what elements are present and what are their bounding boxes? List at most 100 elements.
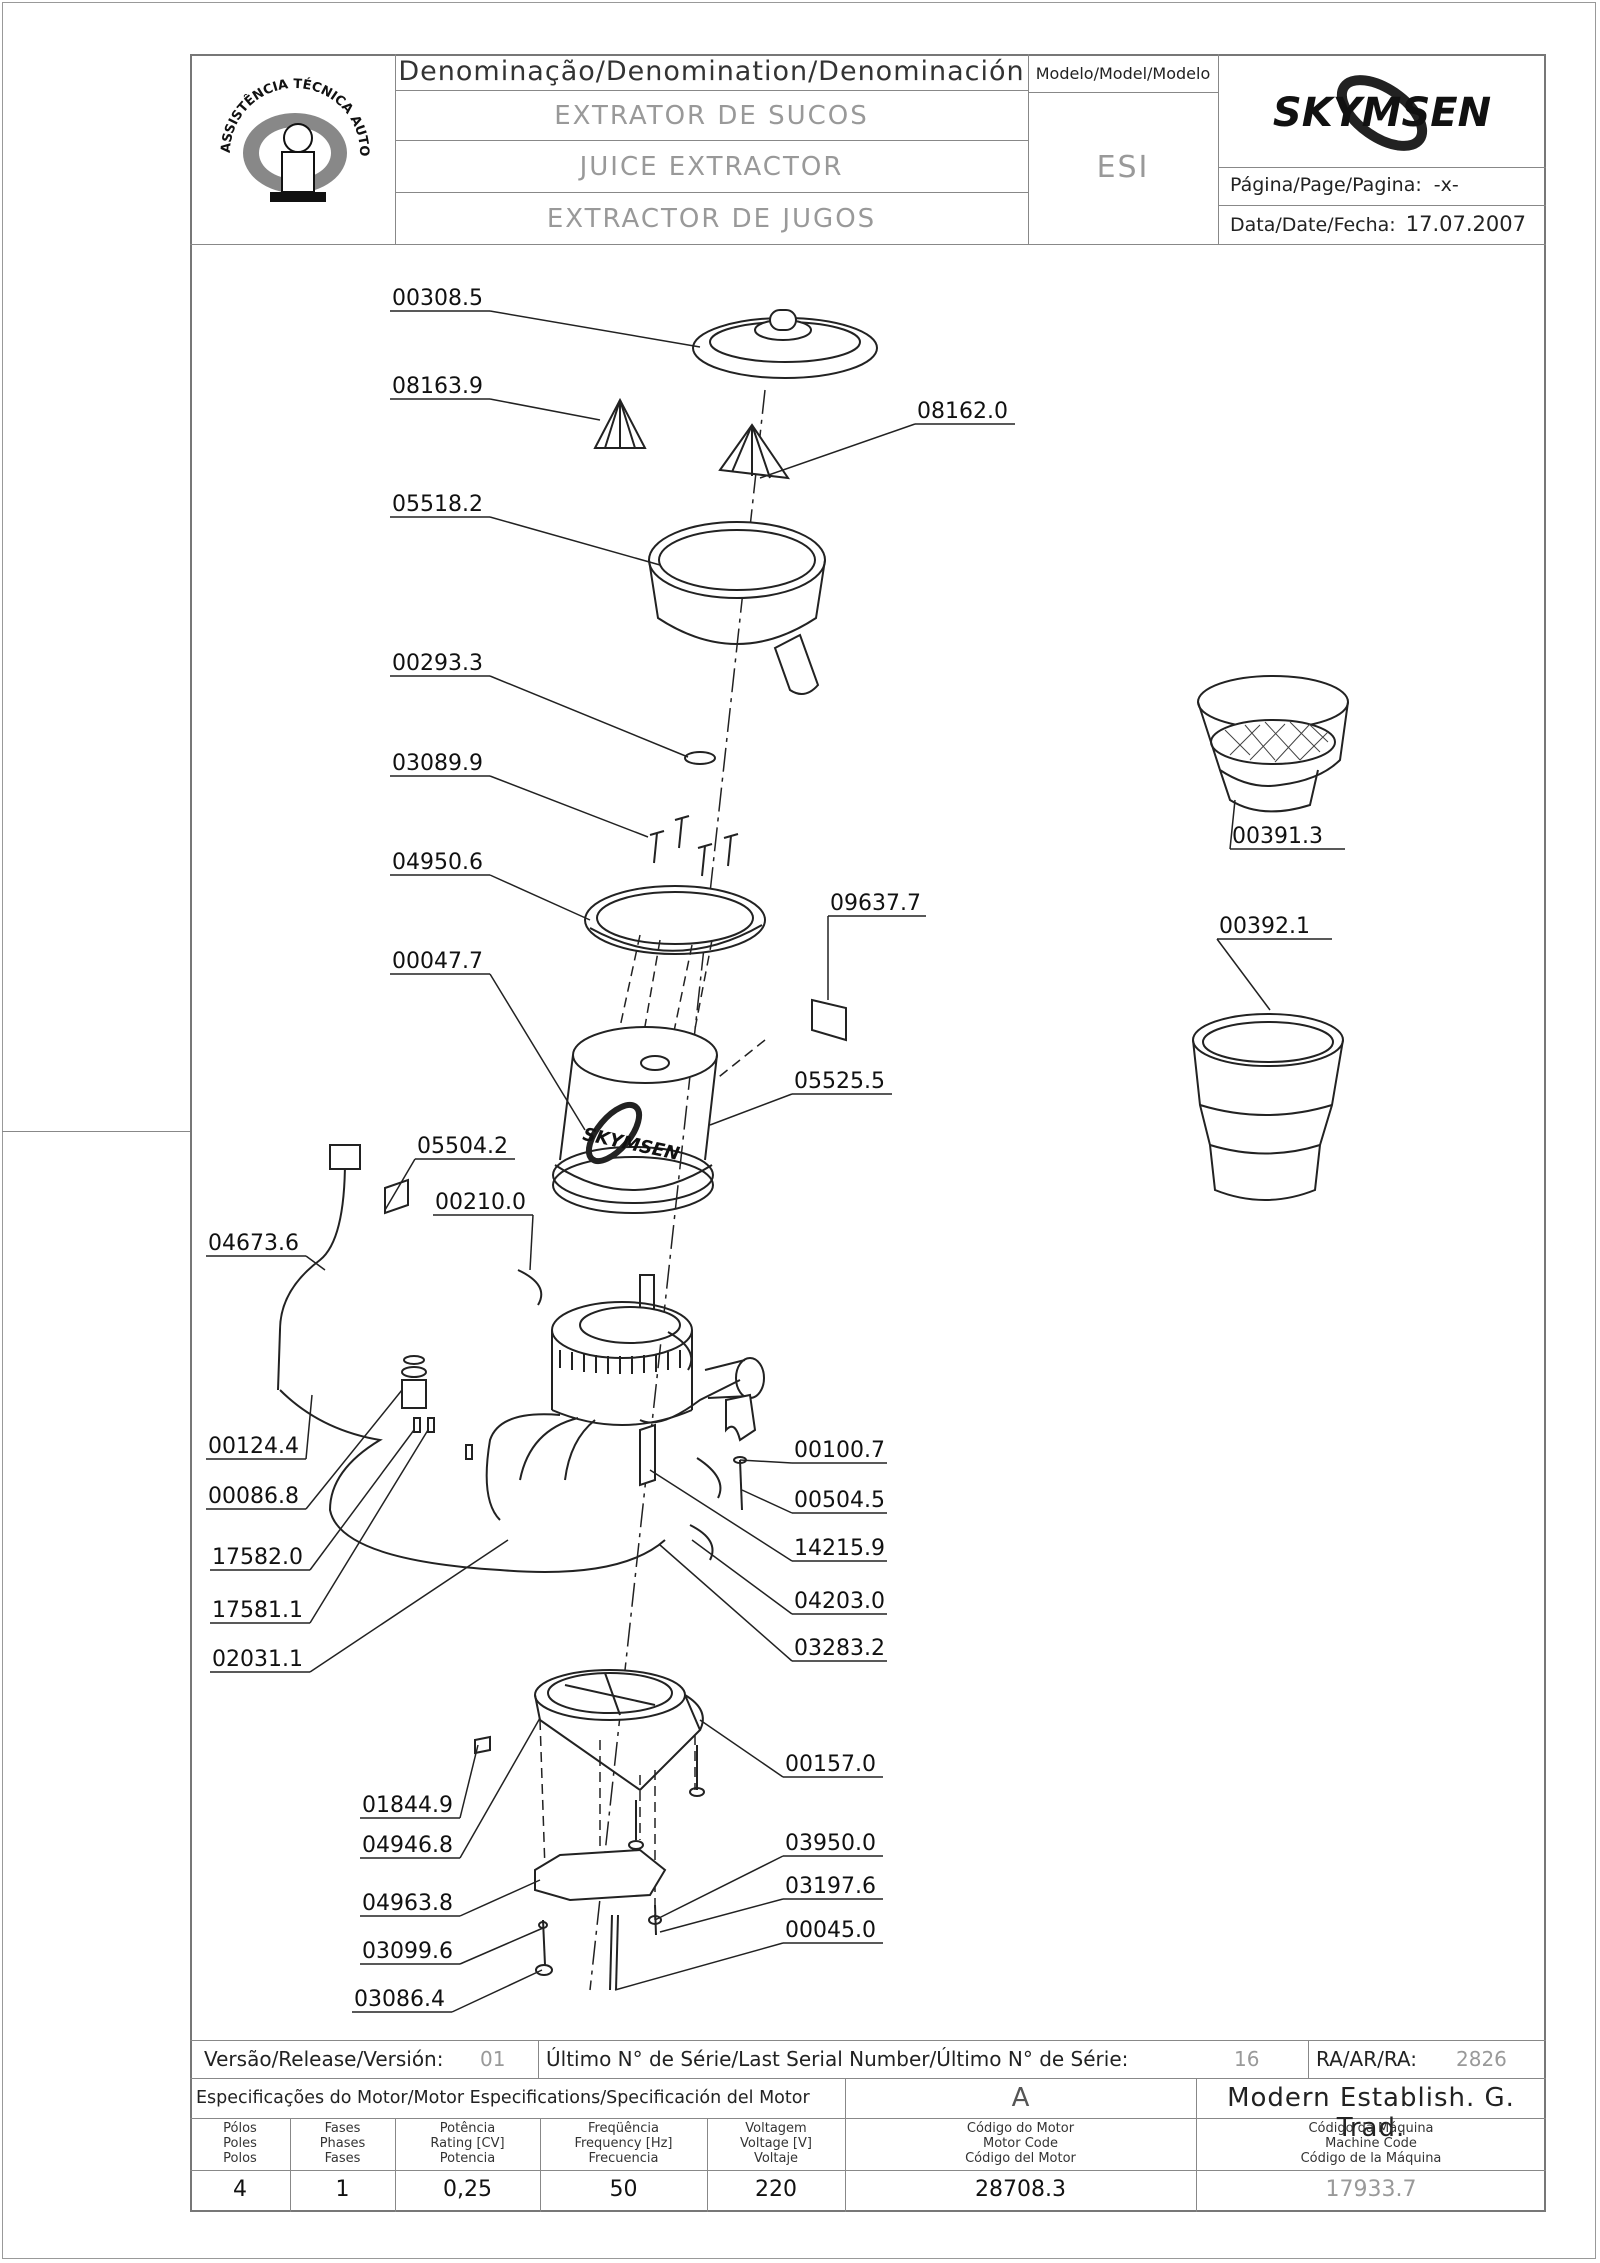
part-label-04946-8: 04946.8 [362,1833,453,1858]
part-label-03283-2: 03283.2 [794,1636,885,1661]
part-label-03089-9: 03089.9 [392,751,483,776]
release-label: Versão/Release/Versión: [204,2047,444,2071]
product-name-es: EXTRACTOR DE JUGOS [546,204,877,234]
part-label-03086-4: 03086.4 [354,1987,445,2012]
release-value: 01 [480,2047,506,2071]
part-label-03099-6: 03099.6 [362,1939,453,1964]
spec-value: 0,25 [443,2177,492,2202]
part-label-01844-9: 01844.9 [362,1793,453,1818]
part-label-00392-1: 00392.1 [1219,914,1310,939]
part-leader [489,973,586,1131]
part-label-00391-3: 00391.3 [1232,824,1323,849]
part-label-05504-2: 05504.2 [417,1134,508,1159]
capacitor [704,1357,765,1442]
part-label-00100-7: 00100.7 [794,1438,885,1463]
part-leader [459,1879,541,1917]
base [534,1669,704,1792]
screws-top [649,815,739,877]
part-label-17581-1: 17581.1 [212,1598,303,1623]
part-leader [309,1429,429,1624]
part-leader [659,1898,784,1933]
motor [551,1274,693,1426]
splash-guard [584,885,766,955]
part-label-17582-0: 17582.0 [212,1545,303,1570]
motor-housing [552,1026,718,1214]
part-leader [305,1389,403,1510]
clip-upper [517,1269,543,1306]
part-leader [489,675,689,758]
motor-spec-label: Especificações do Motor/Motor Especifica… [196,2088,810,2108]
juice-cup [648,521,826,695]
part-leader [1216,938,1271,1011]
page-label: Página/Page/Pagina: -x- [1230,174,1459,196]
part-leader [614,1942,784,1991]
part-leader [309,1539,509,1673]
part-leader [1229,799,1236,850]
margin-tick [2,1131,190,1132]
spec-value: 1 [335,2177,350,2202]
label-05504-2 [384,1178,409,1215]
spec-value: 4 [233,2177,247,2202]
part-leader [529,1214,534,1271]
sieve-basket [1197,675,1349,813]
part-leader [305,1394,313,1460]
spec-value: 28708.3 [975,2177,1066,2202]
part-label-00047-7: 00047.7 [392,949,483,974]
part-label-00293-3: 00293.3 [392,651,483,676]
part-label-04203-0: 04203.0 [794,1589,885,1614]
part-leader [489,516,661,566]
reamer-large [718,423,791,480]
label-plate [811,998,847,1042]
spec-value: 50 [609,2177,638,2202]
serial-value: 16 [1234,2047,1260,2071]
part-leader [759,423,916,479]
part-leader [649,1469,793,1562]
date-value: 17.07.2007 [1405,212,1526,236]
part-label-00210-0: 00210.0 [435,1190,526,1215]
part-leader [309,1429,415,1571]
brand-logo: SKYMSEN [1222,58,1542,164]
spec-value: 220 [755,2177,797,2202]
spec-value: 17933.7 [1325,2177,1417,2202]
part-label-03950-0: 03950.0 [785,1831,876,1856]
part-label-08162-0: 08162.0 [917,399,1008,424]
part-leader [699,1719,784,1778]
ra-value: 2826 [1456,2047,1507,2071]
part-label-00124-4: 00124.4 [208,1434,299,1459]
page-value: -x- [1433,174,1459,196]
denomination-title: Denominação/Denomination/Denominación [398,56,1025,87]
company-name: Modern Establish. G. Trad. [1227,2083,1515,2143]
part-label-00045-0: 00045.0 [785,1918,876,1943]
part-leader [741,1489,793,1514]
part-label-00308-5: 00308.5 [392,286,483,311]
part-leader [659,1544,793,1662]
part-label-00504-5: 00504.5 [794,1488,885,1513]
part-leader [384,1158,416,1211]
part-leader [459,1927,544,1965]
part-label-03197-6: 03197.6 [785,1874,876,1899]
part-leader [489,310,701,348]
part-label-00086-8: 00086.8 [208,1484,299,1509]
part-leader [654,1855,784,1921]
switch [401,1355,473,1460]
motor-spec-value: A [1011,2083,1030,2113]
part-leader [709,1093,793,1126]
part-label-02031-1: 02031.1 [212,1647,303,1672]
bottom-plate [534,1848,667,1902]
part-label-14215-9: 14215.9 [794,1536,885,1561]
part-leader [489,775,649,838]
part-leader [739,1459,793,1464]
part-label-08163-9: 08163.9 [392,374,483,399]
part-label-09637-7: 09637.7 [830,891,921,916]
ra-label: RA/AR/RA: [1316,2047,1417,2071]
part-label-05525-5: 05525.5 [794,1069,885,1094]
part-label-05518-2: 05518.2 [392,492,483,517]
part-label-04963-8: 04963.8 [362,1891,453,1916]
